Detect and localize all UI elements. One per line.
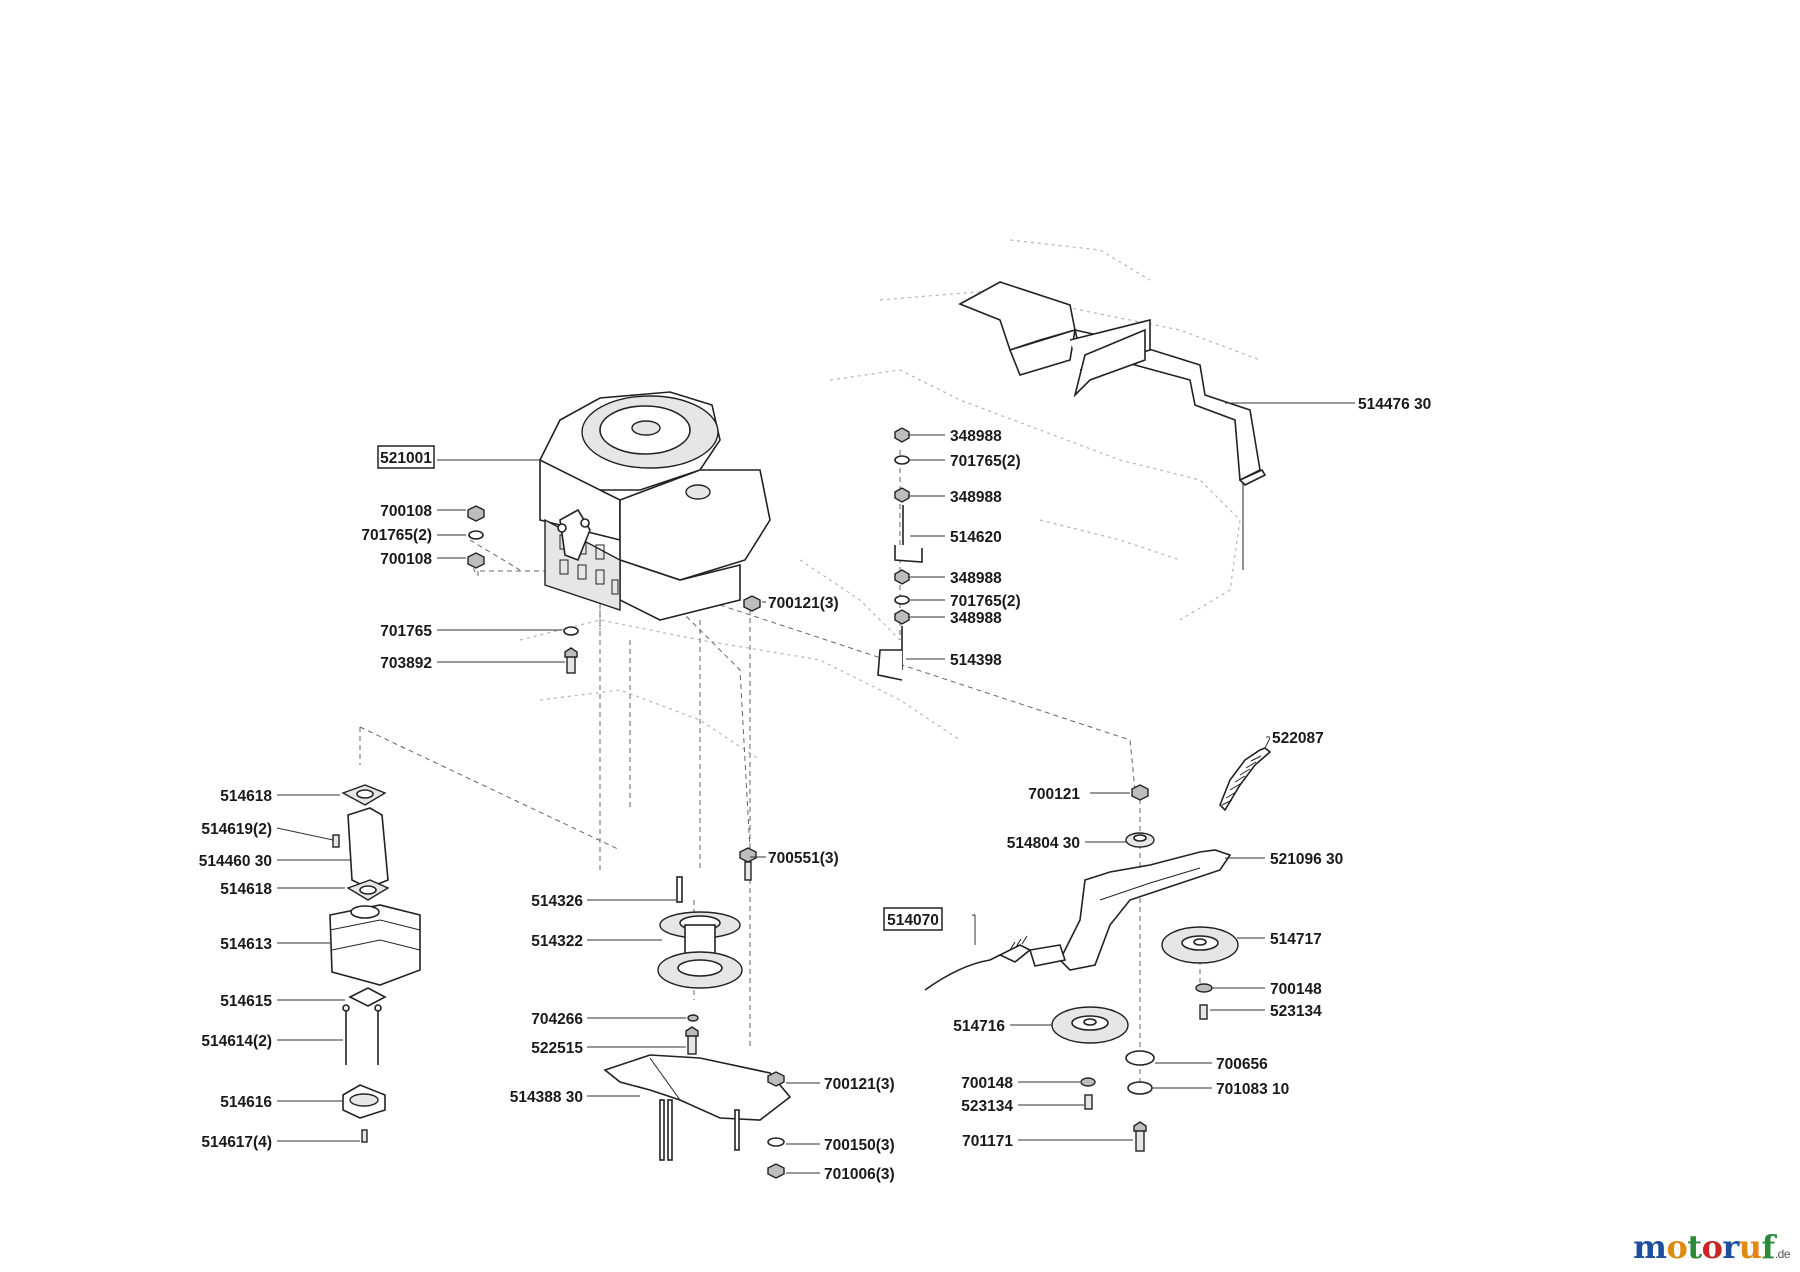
part-label[interactable]: 514388 30 [510, 1089, 583, 1106]
part-label[interactable]: 514717 [1270, 931, 1322, 948]
part-label[interactable]: 514619(2) [201, 821, 272, 838]
engine-part [538, 391, 771, 621]
watermark-letter: o [1701, 1228, 1723, 1266]
part-label[interactable]: 348988 [950, 570, 1002, 587]
part-label[interactable]: 700148 [961, 1075, 1013, 1092]
part-label[interactable]: 514322 [531, 933, 583, 950]
part-label[interactable]: 514398 [950, 652, 1002, 669]
rod-assembly-parts [877, 427, 923, 681]
muffler-assembly [329, 784, 421, 1143]
assembly-dashed-lines [359, 450, 1201, 1090]
highlight-box-521001 [377, 445, 435, 469]
leader-lines [276, 402, 1355, 1174]
part-label[interactable]: 514716 [953, 1018, 1005, 1035]
part-label[interactable]: 521001 [380, 450, 432, 467]
watermark-letter: r [1722, 1228, 1739, 1266]
part-number-labels: 521001 700108 701765(2) 700108 701765 70… [199, 396, 1432, 1183]
part-label[interactable]: 701006(3) [824, 1166, 895, 1183]
part-label[interactable]: 700551(3) [768, 850, 839, 867]
watermark-letter: t [1687, 1228, 1702, 1266]
part-label[interactable]: 348988 [950, 428, 1002, 445]
part-label[interactable]: 701765 [380, 623, 432, 640]
part-label[interactable]: 700656 [1216, 1056, 1268, 1073]
part-label[interactable]: 514615 [220, 993, 272, 1010]
highlight-box-514070 [883, 907, 943, 931]
engine-fasteners [467, 505, 761, 674]
part-label[interactable]: 514804 30 [1007, 835, 1080, 852]
tension-arm-assembly [924, 747, 1272, 1152]
pulley-assembly [603, 847, 792, 1179]
part-label[interactable]: 514618 [220, 881, 272, 898]
part-label[interactable]: 703892 [380, 655, 432, 672]
part-label[interactable]: 514613 [220, 936, 272, 953]
part-label[interactable]: 523134 [961, 1098, 1013, 1115]
ghost-chassis-outline [519, 239, 1261, 761]
part-label[interactable]: 522515 [531, 1040, 583, 1057]
part-label[interactable]: 701765(2) [950, 453, 1021, 470]
part-label[interactable]: 700121(3) [768, 595, 839, 612]
part-label[interactable]: 701083 10 [1216, 1081, 1289, 1098]
watermark-letter: m [1633, 1228, 1667, 1266]
part-label[interactable]: 700121(3) [824, 1076, 895, 1093]
part-label[interactable]: 700150(3) [824, 1137, 895, 1154]
watermark-letter: u [1738, 1228, 1762, 1266]
part-label[interactable]: 700108 [380, 551, 432, 568]
rear-bracket-part [958, 281, 1267, 570]
part-label[interactable]: 348988 [950, 489, 1002, 506]
part-label[interactable]: 514620 [950, 529, 1002, 546]
part-label[interactable]: 700148 [1270, 981, 1322, 998]
part-label[interactable]: 701171 [962, 1133, 1013, 1150]
part-label[interactable]: 521096 30 [1270, 851, 1343, 868]
watermark-letter: o [1666, 1228, 1688, 1266]
part-label[interactable]: 514618 [220, 788, 272, 805]
part-label[interactable]: 514616 [220, 1094, 272, 1111]
part-label[interactable]: 522087 [1272, 730, 1324, 747]
part-label[interactable]: 514460 30 [199, 853, 272, 870]
part-label[interactable]: 514614(2) [201, 1033, 272, 1050]
part-label[interactable]: 523134 [1270, 1003, 1322, 1020]
part-label[interactable]: 514326 [531, 893, 583, 910]
watermark-letter: f [1761, 1228, 1776, 1266]
part-label[interactable]: 700121 [1028, 786, 1080, 803]
part-label[interactable]: 514617(4) [201, 1134, 272, 1151]
part-label[interactable]: 701765(2) [361, 527, 432, 544]
part-label[interactable]: 704266 [531, 1011, 583, 1028]
part-label[interactable]: 514070 [887, 912, 939, 929]
part-label[interactable]: 701765(2) [950, 593, 1021, 610]
part-label[interactable]: 700108 [380, 503, 432, 520]
part-label[interactable]: 348988 [950, 610, 1002, 627]
part-label[interactable]: 514476 30 [1358, 396, 1431, 413]
watermark-suffix: .de [1774, 1247, 1791, 1261]
motoruf-watermark-logo: motoruf.de [1633, 1228, 1790, 1266]
